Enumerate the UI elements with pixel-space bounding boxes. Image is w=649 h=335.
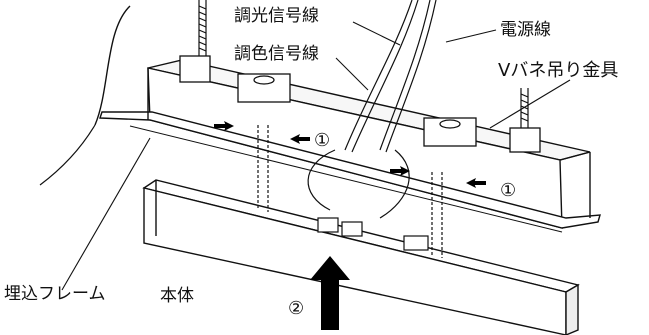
- terminal-blocks: [317, 217, 429, 251]
- power-line-label: 電源線: [500, 20, 551, 40]
- push-arrows: [214, 121, 486, 188]
- hanging-bolt-left: [198, 0, 207, 58]
- main-body-label: 本体: [160, 286, 194, 306]
- step-2-label: ②: [288, 298, 305, 319]
- dimming-signal-line-label: 調光信号線: [234, 6, 319, 26]
- v-spring-dashes: [257, 125, 443, 258]
- v-spring-bracket-label: Vバネ吊り金具: [498, 60, 619, 81]
- color-signal-line-label: 調色信号線: [234, 44, 319, 64]
- step-1-upper-label: ①: [314, 130, 331, 151]
- ceiling-outline-lower: [39, 124, 96, 186]
- embedded-frame-label: 埋込フレーム: [4, 284, 106, 304]
- bracket-blocks: [179, 55, 541, 153]
- big-up-arrow: [310, 256, 350, 330]
- leader-lines: [61, 21, 571, 291]
- signal-and-power-wires: [307, 0, 437, 219]
- ceiling-outline: [94, 5, 131, 126]
- step-1-lower-label: ①: [500, 180, 517, 201]
